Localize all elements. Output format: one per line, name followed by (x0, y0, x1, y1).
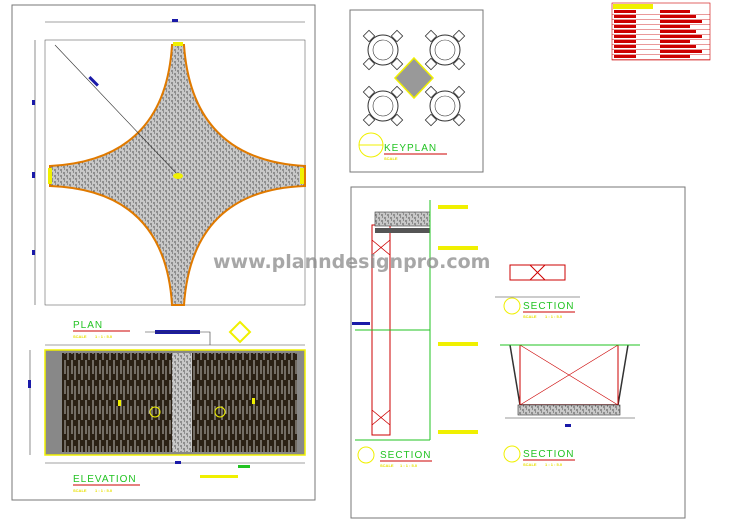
keyplan-view: KEYPLAN SCALE (358, 29, 466, 161)
legend-row-desc (660, 55, 690, 58)
legend-row-desc (660, 25, 690, 28)
scale-value: 1 : 1 : 5.0 (545, 314, 563, 319)
plan-frame (11, 4, 316, 501)
section-view-detail: SECTION SCALE 1 : 1 : 5.0 (495, 264, 580, 319)
section-title: SECTION (523, 301, 574, 312)
legend-row-code (614, 20, 636, 23)
materials-legend (611, 2, 711, 61)
legend-row-desc (660, 50, 702, 53)
section-frame (350, 186, 686, 519)
legend-row-code (614, 10, 636, 13)
legend-row-desc (660, 35, 702, 38)
section-title: SECTION (523, 449, 574, 460)
legend-row-code (614, 45, 636, 48)
legend-row-code (614, 40, 636, 43)
legend-row-code (614, 55, 636, 58)
scale-value: 1 : 1 : 5.0 (95, 334, 113, 339)
table-with-chairs (362, 29, 404, 71)
table-with-chairs (424, 85, 466, 127)
legend-row-desc (660, 30, 696, 33)
legend-row-desc (660, 15, 696, 18)
section-view-main: SECTION SCALE 1 : 1 : 5.0 (352, 200, 478, 468)
scale-value: 1 : 1 : 5.0 (545, 462, 563, 467)
keyplan-title: KEYPLAN (384, 143, 437, 154)
elevation-view: ELEVATION SCALE 1 : 1 : 5.0 (28, 344, 306, 493)
legend-row-desc (660, 40, 690, 43)
plan-title: PLAN (73, 320, 103, 331)
scale-value: 1 : 1 : 5.0 (400, 463, 418, 468)
legend-row-code (614, 25, 636, 28)
table-with-chairs (424, 29, 466, 71)
legend-row-desc (660, 10, 690, 13)
legend-row-code (614, 50, 636, 53)
legend-row-code (614, 15, 636, 18)
scale-label: SCALE (73, 488, 87, 493)
section-title: SECTION (380, 450, 431, 461)
scale-value: 1 : 1 : 5.0 (95, 488, 113, 493)
section-view-bottom: SECTION SCALE 1 : 1 : 5.0 (500, 344, 640, 467)
section-marker (228, 320, 252, 344)
legend-row-desc (660, 20, 702, 23)
legend-row-code (614, 35, 636, 38)
scale-label: SCALE (384, 156, 398, 161)
scale-label: SCALE (380, 463, 394, 468)
legend-row-desc (660, 45, 696, 48)
table-with-chairs (362, 85, 404, 127)
scale-label: SCALE (73, 334, 87, 339)
scale-label: SCALE (523, 462, 537, 467)
plan-view: PLAN SCALE 1 : 1 : 5.0 (32, 19, 306, 345)
watermark: www.planndesignpro.com (213, 251, 490, 273)
scale-label: SCALE (523, 314, 537, 319)
elevation-title: ELEVATION (73, 474, 137, 485)
keyplan-frame (349, 9, 484, 173)
legend-row-code (614, 30, 636, 33)
